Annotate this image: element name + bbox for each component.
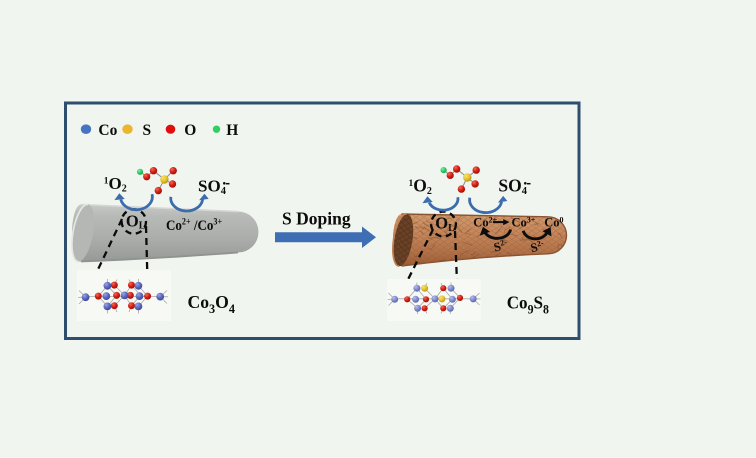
svg-text:H: H: [226, 122, 238, 139]
svg-text:Co9S8: Co9S8: [507, 292, 549, 316]
svg-text:SO4: SO4: [498, 176, 527, 198]
svg-text:SO4: SO4: [198, 177, 227, 198]
svg-text:Co0: Co0: [544, 215, 563, 229]
svg-text:O: O: [184, 122, 196, 139]
svg-text:1O2: 1O2: [104, 174, 127, 194]
svg-text:1O2: 1O2: [409, 176, 432, 197]
svg-text:Co: Co: [98, 122, 117, 139]
svg-text:Co3O4: Co3O4: [188, 292, 236, 316]
svg-text:S: S: [143, 122, 152, 139]
svg-text:S Doping: S Doping: [282, 209, 351, 229]
svg-text:Co2+ /Co3+: Co2+ /Co3+: [166, 216, 222, 233]
